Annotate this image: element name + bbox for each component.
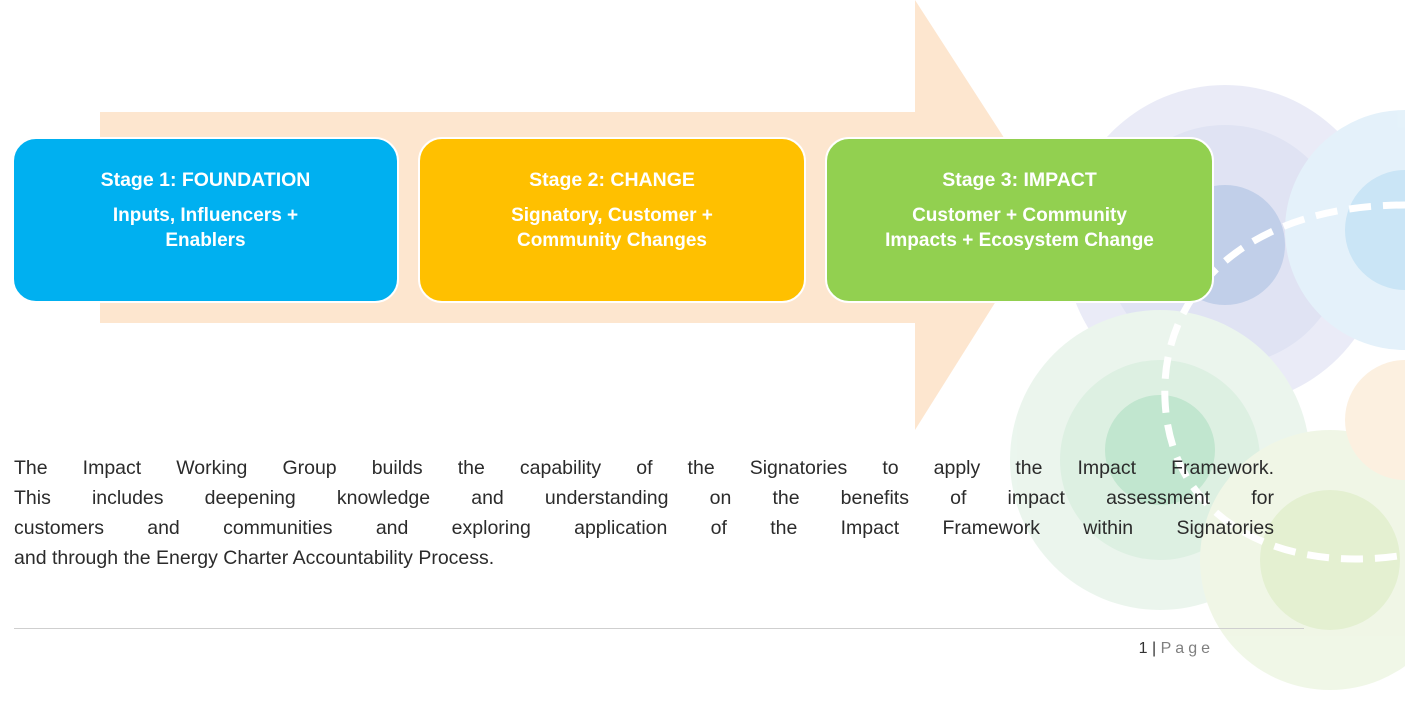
footer-divider bbox=[14, 628, 1304, 629]
stage-description-line: Enablers bbox=[165, 230, 246, 251]
deco-circle-green-inner bbox=[1105, 395, 1215, 505]
stage-description-line: Inputs, Influencers + bbox=[112, 205, 299, 226]
page-footer: 1 | Page bbox=[1139, 640, 1214, 658]
paragraph-line: The Impact Working Group builds the capa… bbox=[14, 457, 1274, 479]
page-number: 1 bbox=[1138, 640, 1148, 657]
stage-description: Inputs, Influencers + Enablers bbox=[46, 203, 366, 253]
stage-title: Stage 1: FOUNDATION bbox=[100, 169, 311, 191]
body-paragraph: The Impact Working Group builds the capa… bbox=[14, 453, 1274, 573]
page-label: Page bbox=[1160, 640, 1214, 657]
stage-description-line: Impacts + Ecosystem Change bbox=[885, 230, 1154, 251]
stage-description-line: Community Changes bbox=[516, 230, 708, 251]
stage-title: Stage 2: CHANGE bbox=[529, 169, 695, 191]
stage-title: Stage 3: IMPACT bbox=[942, 169, 1097, 191]
stage-2-box: Stage 2: CHANGE Signatory, Customer + Co… bbox=[418, 137, 806, 303]
stage-description-line: Customer + Community bbox=[912, 205, 1127, 226]
deco-circle-lime-inner bbox=[1260, 490, 1400, 630]
stage-3-box: Stage 3: IMPACT Customer + Community Imp… bbox=[825, 137, 1214, 303]
deco-circle-lightblue-inner bbox=[1345, 170, 1405, 290]
page-separator: | bbox=[1152, 640, 1157, 657]
stage-description-line: Signatory, Customer + bbox=[511, 205, 713, 226]
stage-description: Signatory, Customer + Community Changes bbox=[452, 203, 772, 253]
paragraph-line: customers and communities and exploring … bbox=[14, 517, 1274, 539]
paragraph-line: This includes deepening knowledge and un… bbox=[14, 487, 1274, 509]
dashed-arc bbox=[1161, 201, 1405, 563]
paragraph-line: and through the Energy Charter Accountab… bbox=[14, 547, 495, 569]
stage-1-box: Stage 1: FOUNDATION Inputs, Influencers … bbox=[12, 137, 399, 303]
deco-circle-peach bbox=[1345, 360, 1405, 480]
stage-description: Customer + Community Impacts + Ecosystem… bbox=[860, 203, 1180, 253]
